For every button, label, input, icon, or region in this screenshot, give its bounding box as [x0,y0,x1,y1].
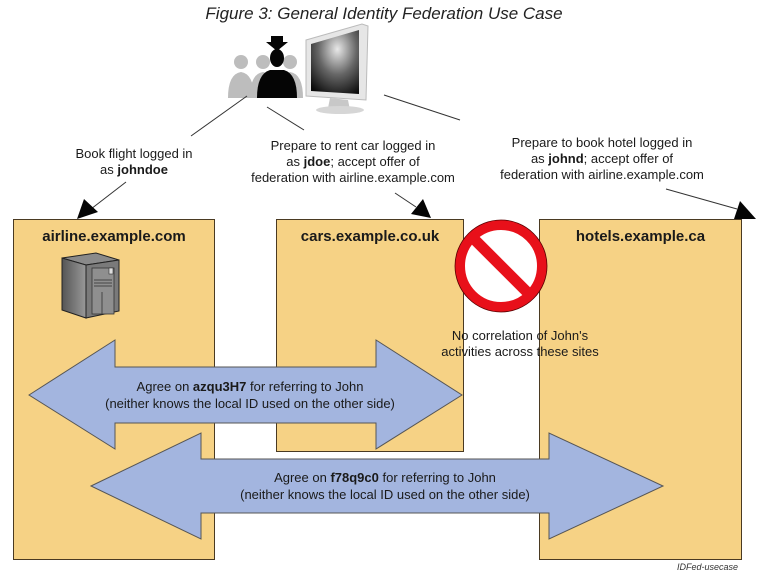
pseudonym-azqu3H7: azqu3H7 [192,379,247,394]
note-airline: Book flight logged in as johndoe [54,146,214,178]
agreement-label-1-line1: Agree on azqu3H7 for referring to John [136,379,364,394]
agreement-label-1-line2: (neither knows the local ID used on the … [105,396,395,411]
note-cars-line2: as jdoe; accept offer of [286,154,420,169]
no-correlation-note: No correlation of John's activities acro… [420,328,620,360]
user-silhouette-icon [228,36,303,98]
note-hotels: Prepare to book hotel logged in as johnd… [477,135,727,183]
no-correlation-line1: No correlation of John's [451,328,589,343]
monitor-icon [305,23,369,114]
local-id-johndoe: johndoe [117,162,168,177]
connector-line-cars [394,192,417,208]
note-airline-line2: as johndoe [100,162,168,177]
site-name-hotels: hotels.example.ca [575,228,706,245]
arrowhead-hotels [734,201,756,219]
note-hotels-line1: Prepare to book hotel logged in [511,135,693,150]
note-cars-line1: Prepare to rent car logged in [270,138,436,153]
agreement-arrow-airline-hotels [89,432,665,540]
connector-line-airline [90,181,127,210]
agreement-label-2: Agree on f78q9c0 for referring to John (… [215,469,555,503]
site-name-airline: airline.example.com [42,228,186,245]
agreement-label-1: Agree on azqu3H7 for referring to John (… [80,378,420,412]
note-cars: Prepare to rent car logged in as jdoe; a… [228,138,478,186]
note-hotels-line2: as johnd; accept offer of [530,151,674,166]
note-airline-line1: Book flight logged in [75,146,193,161]
note-cars-line3: federation with airline.example.com [251,170,455,185]
agreement-label-2-line1: Agree on f78q9c0 for referring to John [274,470,496,485]
prohibited-icon [454,219,548,313]
connector-line-hotels [665,188,738,210]
figure-title: Figure 3: General Identity Federation Us… [205,4,563,23]
site-name-cars: cars.example.co.uk [300,228,440,245]
agreement-arrow-airline-cars [28,339,463,450]
local-id-jdoe: jdoe [303,154,331,169]
figure-credit: IDFed-usecase [676,562,738,572]
local-id-johnd: johnd [548,151,584,166]
note-hotels-line3: federation with airline.example.com [500,167,704,182]
agreement-label-2-line2: (neither knows the local ID used on the … [240,487,530,502]
no-correlation-line2: activities across these sites [441,344,599,359]
arrowhead-cars [411,199,431,218]
pseudonym-f78q9c0: f78q9c0 [330,470,379,485]
server-tower-icon [61,252,120,319]
arrowhead-airline [77,199,98,219]
